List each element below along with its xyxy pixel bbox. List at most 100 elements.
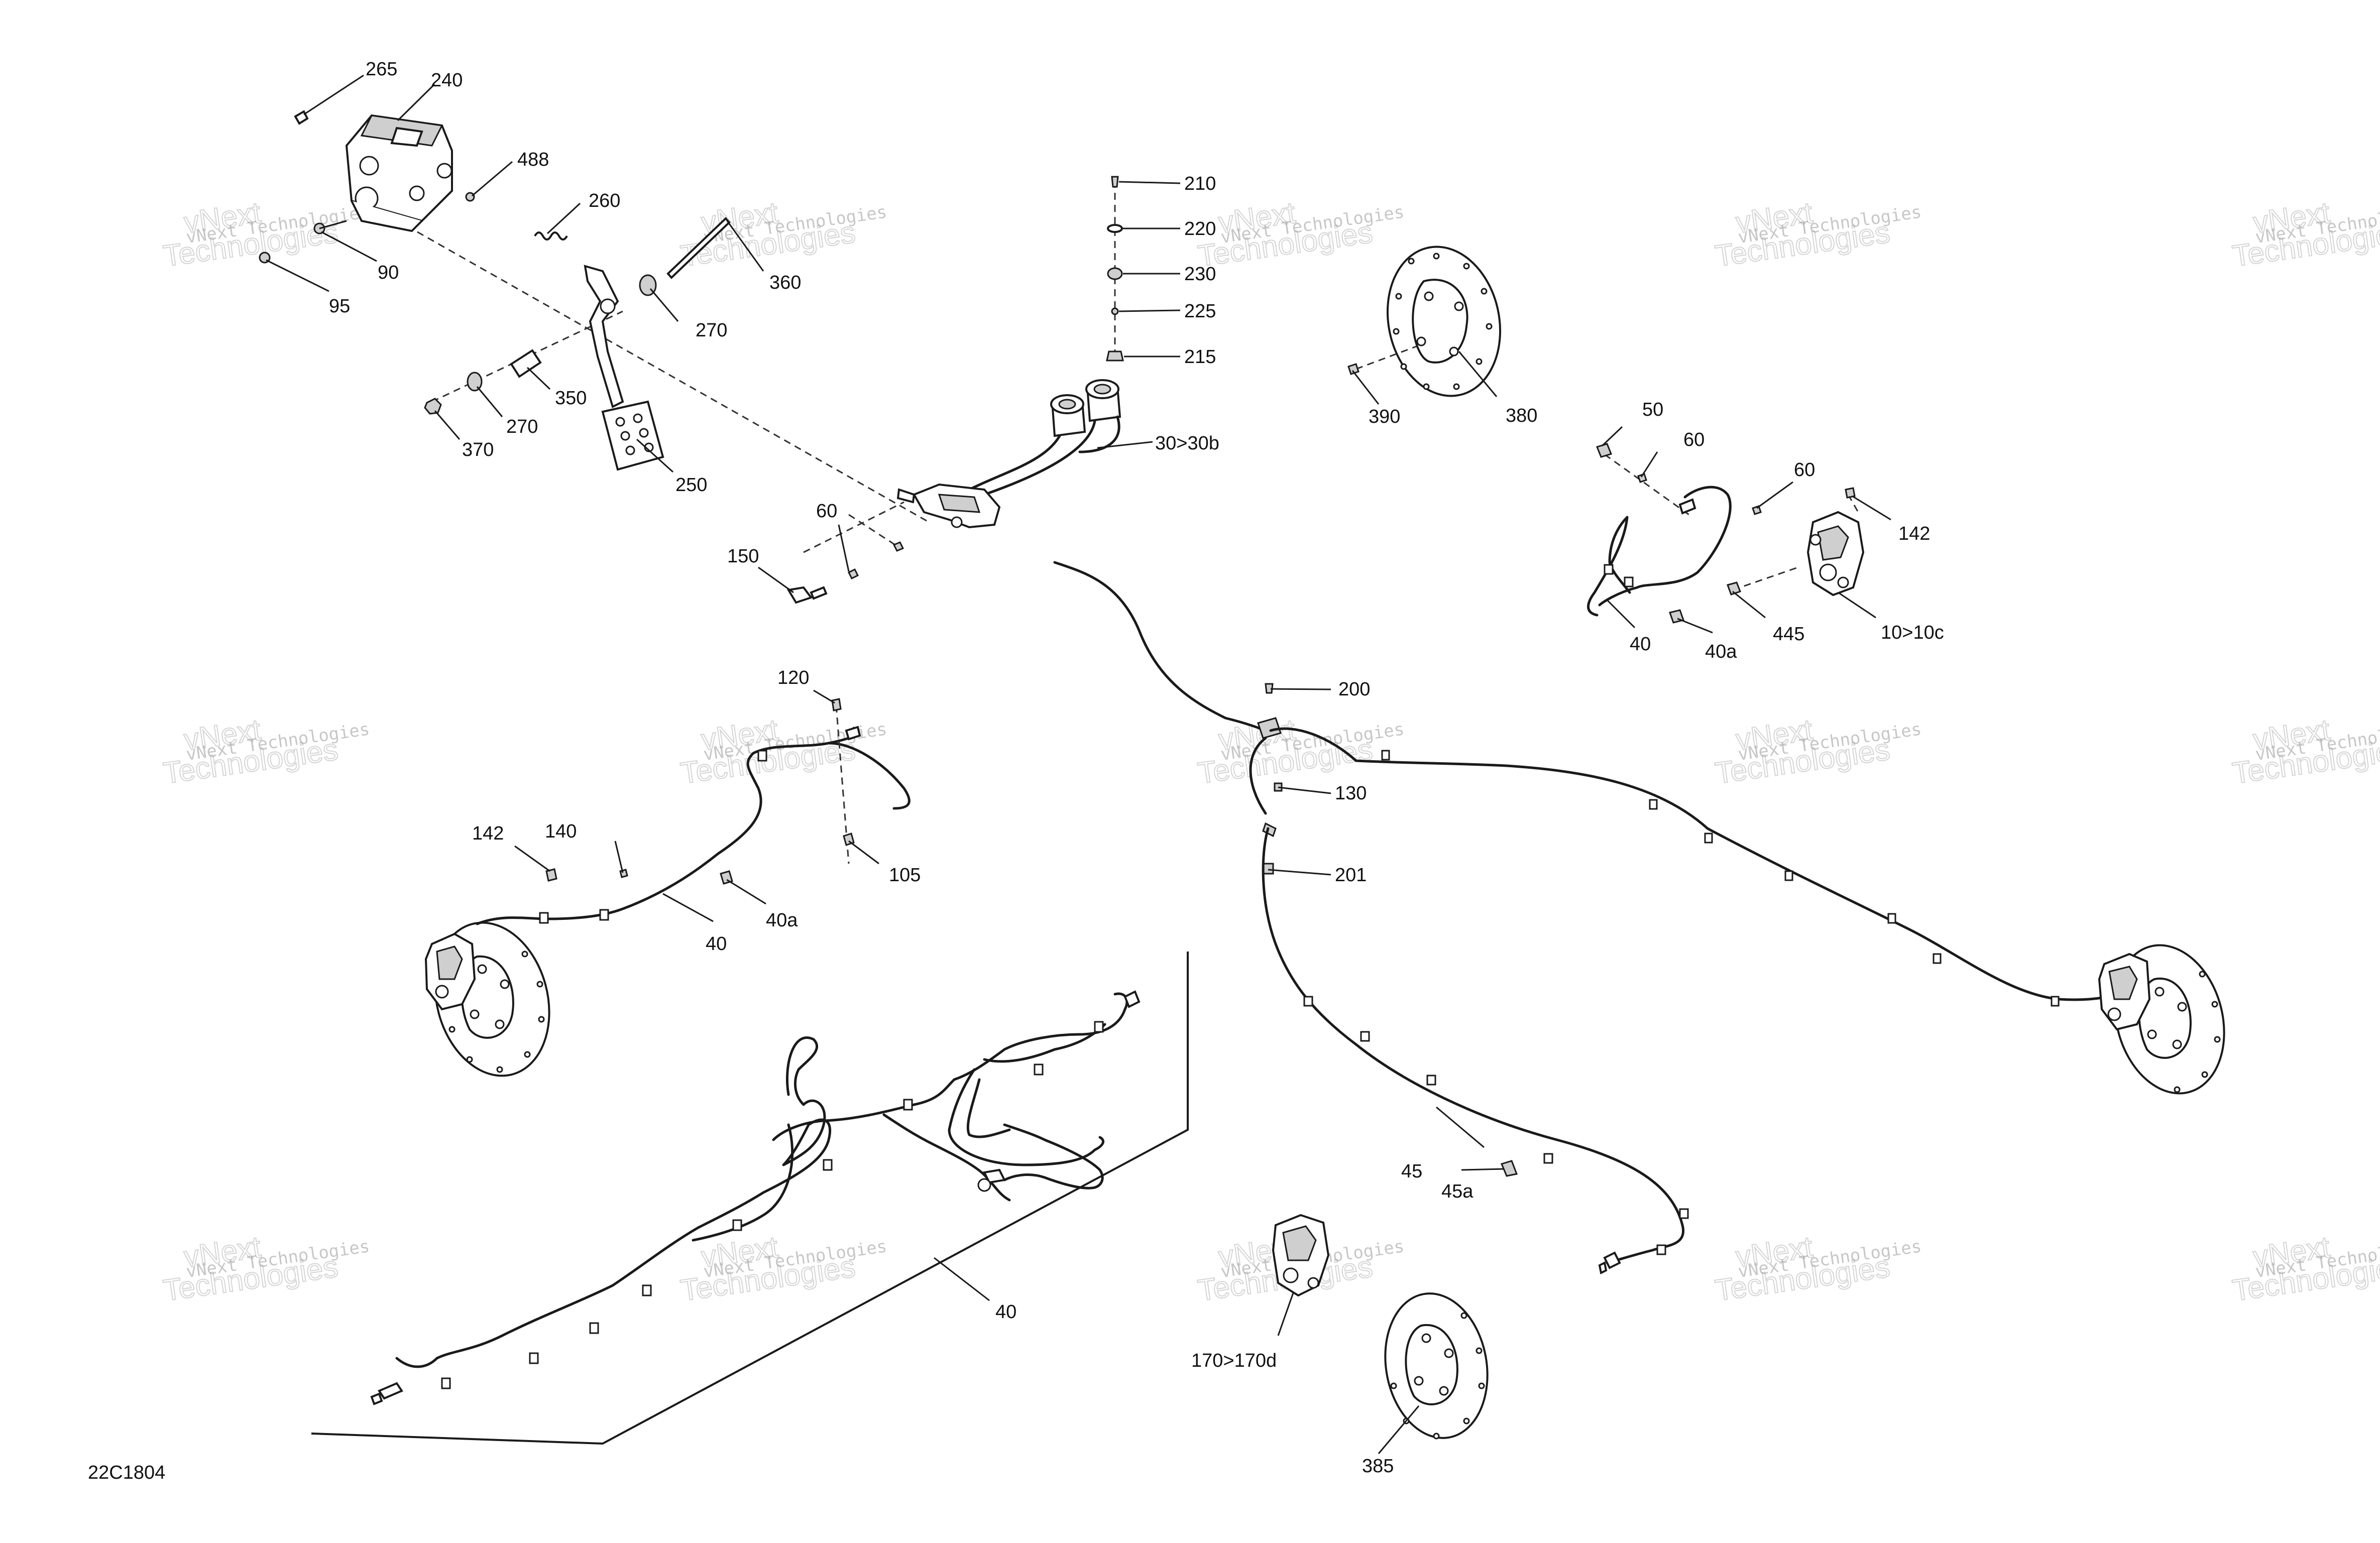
hose-clip — [1381, 750, 1390, 761]
junction-block-part — [1257, 717, 1282, 739]
washer-part — [1107, 224, 1123, 233]
watermark-group: vNext Technologies vNext Technologies vN… — [161, 195, 2380, 1308]
hose-clip — [589, 1322, 599, 1334]
hose-clip — [441, 1377, 451, 1389]
brake-caliper — [2098, 953, 2151, 1031]
watermark: vNext Technologies vNext Technologies — [2230, 195, 2380, 274]
brake-caliper — [1272, 1214, 1330, 1297]
callout-60: 60 — [1794, 459, 1815, 481]
rear-left-brake — [1272, 1214, 1489, 1440]
pedal-assembly — [259, 110, 930, 523]
nut-part — [465, 192, 475, 202]
hose-clip — [1624, 576, 1634, 587]
callout-40: 40 — [995, 1301, 1016, 1323]
callout-142: 142 — [472, 823, 504, 844]
callout-150: 150 — [727, 546, 759, 567]
pedal-bracket — [345, 114, 453, 232]
hose-clip — [757, 750, 767, 762]
screw-part — [1111, 176, 1119, 188]
watermark: vNext Technologies vNext Technologies — [678, 713, 888, 791]
callout-445: 445 — [1773, 624, 1804, 645]
watermark: vNext Technologies vNext Technologies — [1195, 195, 1406, 274]
callout-130: 130 — [1335, 783, 1367, 804]
brake-disc — [1384, 1292, 1489, 1440]
hose-clip — [1543, 1153, 1553, 1164]
callout-215: 215 — [1184, 346, 1216, 368]
callout-265: 265 — [366, 59, 397, 80]
hose-clip — [1649, 799, 1658, 810]
hose-clip — [1426, 1075, 1436, 1086]
hose-clip — [903, 1099, 913, 1111]
hose-end-fitting — [1603, 1251, 1621, 1269]
pedal-axis-line — [406, 225, 930, 523]
callout-390: 390 — [1369, 406, 1400, 427]
rear-hose-detail — [311, 952, 1189, 1445]
watermark: vNext Technologies vNext Technologies — [2230, 713, 2380, 791]
callout-230: 230 — [1184, 264, 1216, 285]
drawing-reference: 22C1804 — [88, 1462, 165, 1483]
callout-225: 225 — [1184, 301, 1216, 322]
brake-pedal — [584, 265, 664, 471]
callout-50: 50 — [1642, 399, 1663, 420]
bleeder-screw-part — [545, 868, 557, 882]
hose-clip — [1034, 1063, 1044, 1076]
front-left-brake — [424, 698, 911, 1077]
hose-clip — [2051, 996, 2060, 1007]
callout-40a: 40a — [1705, 641, 1737, 662]
callout-40: 40 — [706, 933, 727, 955]
callout-240: 240 — [431, 70, 463, 91]
callout-40a: 40a — [766, 910, 798, 931]
spacer-part — [1111, 307, 1119, 315]
callout-360: 360 — [769, 272, 801, 293]
hose-clip — [1604, 564, 1614, 575]
watermark: vNext Technologies vNext Technologies — [2230, 1230, 2380, 1308]
hose-clip — [539, 912, 549, 924]
callout-10-10c: 10>10c — [1881, 622, 1944, 643]
callout-170-170d: 170>170d — [1191, 1350, 1277, 1371]
watermark: vNext Technologies vNext Technologies — [1713, 1230, 1923, 1308]
main-brake-line — [1053, 561, 2136, 1274]
bleeder-screw-part — [1845, 487, 1856, 499]
callout-105: 105 — [889, 865, 921, 886]
brake-disc — [1386, 246, 1502, 397]
detail-frame — [311, 952, 1189, 1445]
callout-210: 210 — [1184, 173, 1216, 194]
callout-40: 40 — [1630, 634, 1651, 655]
hose-clip — [599, 909, 609, 921]
banjo-washer-part — [892, 541, 904, 552]
callout-260: 260 — [589, 190, 620, 211]
bushing-part — [510, 349, 542, 378]
spring-part — [534, 231, 568, 241]
banjo-bolt-part — [1596, 443, 1613, 458]
fluid-reservoir — [1050, 394, 1086, 437]
callout-90: 90 — [378, 262, 399, 283]
hose-clip — [1784, 870, 1793, 881]
brake-caliper — [1806, 511, 1865, 597]
master-cylinder-assembly — [786, 176, 1124, 604]
callout-201: 201 — [1335, 865, 1367, 886]
callout-60: 60 — [816, 501, 837, 522]
banjo-bolt-part — [786, 586, 813, 604]
watermark: vNext Technologies vNext Technologies — [1195, 713, 1406, 791]
brake-caliper — [424, 932, 476, 1011]
callout-120: 120 — [777, 667, 809, 688]
line-bracket-part — [1500, 1160, 1518, 1177]
callout-370: 370 — [462, 439, 494, 460]
clip-part — [619, 869, 628, 878]
callout-200: 200 — [1338, 679, 1370, 700]
watermark: vNext Technologies vNext Technologies — [1713, 195, 1923, 274]
watermark: vNext Technologies vNext Technologies — [1713, 713, 1923, 791]
callout-380: 380 — [1506, 405, 1537, 426]
fluid-reservoir — [1085, 379, 1121, 422]
hose-clip — [1887, 913, 1896, 924]
callout-45: 45 — [1401, 1161, 1422, 1182]
callout-labels: 265 240 488 260 90 95 360 270 350 270 37… — [88, 59, 1944, 1483]
watermark: vNext Technologies vNext Technologies — [678, 1230, 888, 1308]
rear-right-brake — [2098, 944, 2225, 1095]
grommet-part — [1107, 267, 1123, 280]
callout-220: 220 — [1184, 218, 1216, 240]
callout-60: 60 — [1683, 429, 1705, 450]
hose-clip — [642, 1284, 652, 1296]
banjo-washer-part — [1752, 505, 1762, 515]
